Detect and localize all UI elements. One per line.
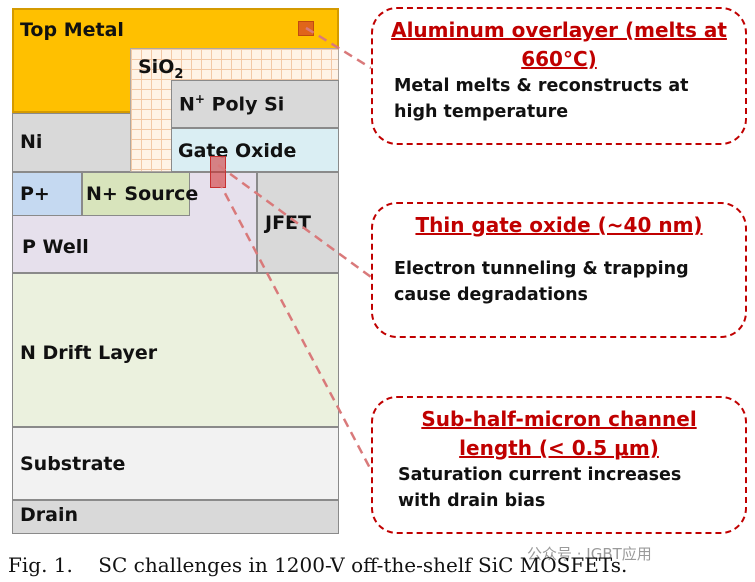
gate-oxide-label: Gate Oxide: [178, 140, 297, 162]
callout-2-body-line-1: Electron tunneling & trapping: [394, 259, 689, 279]
gate-oxide-highlight-marker: [210, 156, 226, 188]
figure-caption: Fig. 1. SC challenges in 1200-V off-the-…: [8, 553, 628, 577]
drain-layer: [12, 500, 339, 534]
watermark: 公众号 · IGBT应用: [527, 545, 652, 563]
drain-label: Drain: [20, 504, 79, 526]
substrate-label: Substrate: [20, 453, 126, 475]
callout-aluminum-overlayer: Aluminum overlayer (melts at 660°C) Meta…: [371, 7, 747, 145]
ni-contact: [12, 113, 142, 172]
callout-thin-gate-oxide: Thin gate oxide (~40 nm) Electron tunnel…: [371, 202, 747, 338]
n-source-label: N+ Source: [86, 183, 199, 205]
callout-1-title-line-1: Aluminum overlayer (melts at: [391, 18, 727, 42]
callout-3-title-line-1: Sub-half-micron channel: [421, 407, 697, 431]
n-poly-si-label: N+ Poly Si: [179, 92, 285, 116]
callout-channel-length: Sub-half-micron channel length (< 0.5 μm…: [371, 396, 747, 534]
n-poly-si-gate: [171, 80, 339, 128]
ni-label: Ni: [20, 131, 43, 153]
top-metal-label: Top Metal: [20, 19, 124, 41]
n-source-region: [82, 172, 190, 216]
callout-1-body-line-1: Metal melts & reconstructs at: [394, 76, 689, 96]
metal-highlight-marker: [298, 21, 314, 36]
callout-1-title-line-2: 660°C): [521, 47, 597, 71]
callout-3-title-line-2: length (< 0.5 μm): [459, 436, 659, 460]
callout-1-body-line-2: high temperature: [394, 102, 569, 122]
callout-3-body-line-2: with drain bias: [398, 491, 546, 511]
callout-3-body-line-1: Saturation current increases: [398, 465, 682, 485]
p-plus-label: P+: [20, 183, 50, 205]
p-well-label: P Well: [22, 236, 89, 258]
n-drift-label: N Drift Layer: [20, 342, 158, 364]
callout-2-body-line-2: cause degradations: [394, 285, 588, 305]
callout-2-title: Thin gate oxide (~40 nm): [415, 213, 703, 237]
jfet-label: JFET: [265, 212, 311, 234]
p-plus-region: [12, 172, 82, 216]
sio2-label: SiO2: [138, 56, 184, 82]
